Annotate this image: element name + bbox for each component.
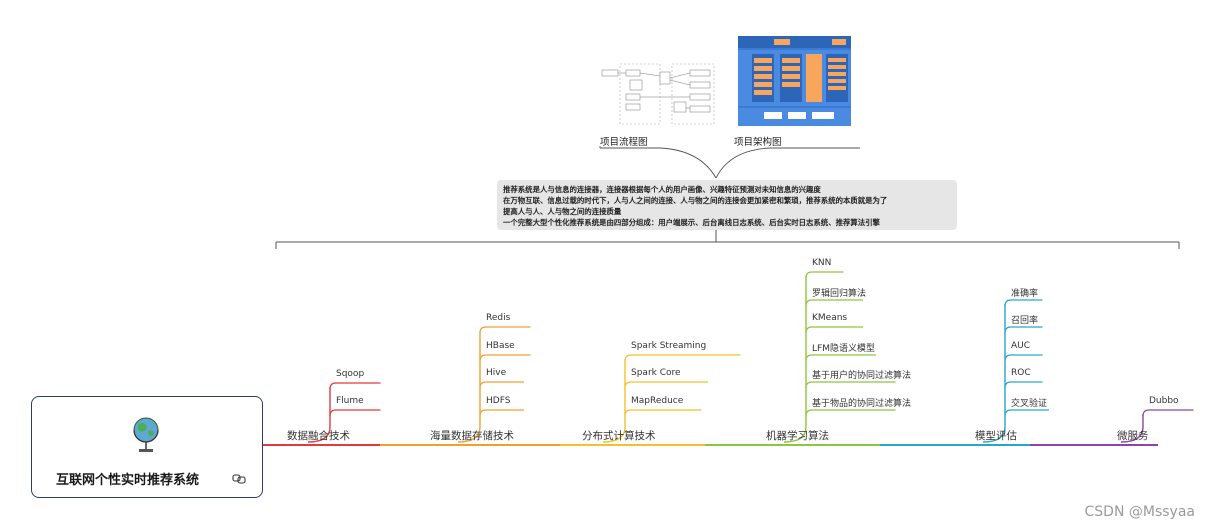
- child-connector: [805, 409, 896, 417]
- child-topic[interactable]: KMeans: [812, 313, 848, 323]
- link-icon[interactable]: [232, 474, 246, 484]
- watermark: CSDN @Mssyaa: [1084, 504, 1195, 520]
- child-connector: [479, 326, 531, 334]
- child-topic[interactable]: Flume: [336, 396, 364, 406]
- branch-trunk: [1120, 414, 1144, 443]
- branch-trunk: [783, 276, 807, 443]
- child-topic[interactable]: HDFS: [486, 396, 511, 406]
- child-topic[interactable]: LFM隐语义模型: [812, 344, 875, 354]
- architecture-diagram-image[interactable]: [738, 36, 851, 126]
- child-topic[interactable]: 召回率: [1011, 316, 1039, 326]
- child-connector: [1004, 299, 1043, 307]
- flow-diagram-caption: 项目流程图: [600, 137, 648, 148]
- root-topic[interactable]: 互联网个性实时推荐系统: [31, 396, 263, 498]
- summary-line: 一个完整大型个性化推荐系统是由四部分组成：用户端展示、后台离线日志系统、后台实时…: [503, 218, 880, 227]
- child-connector: [479, 409, 524, 417]
- branch-topic[interactable]: 机器学习算法: [766, 430, 829, 442]
- flow-diagram-image[interactable]: [600, 58, 718, 130]
- branch-trunk: [602, 359, 626, 443]
- branch-topic[interactable]: 模型评估: [975, 430, 1017, 442]
- child-connector: [479, 381, 524, 389]
- child-connector: [805, 354, 876, 362]
- summary-line: 推荐系统是人与信息的连接器，连接器根据每个人的用户画像、兴趣特征预测对未知信息的…: [503, 185, 821, 194]
- child-topic[interactable]: Spark Core: [631, 368, 681, 378]
- child-topic[interactable]: 罗辑回归算法: [812, 289, 867, 299]
- root-title: 互联网个性实时推荐系统: [56, 473, 200, 488]
- branch-trunk: [457, 331, 481, 443]
- branch-trunk: [307, 387, 331, 443]
- child-topic[interactable]: 准确率: [1011, 289, 1039, 299]
- child-connector: [329, 409, 381, 417]
- child-topic[interactable]: MapReduce: [631, 396, 684, 406]
- branch-topic[interactable]: 分布式计算技术: [582, 430, 656, 442]
- child-topic[interactable]: Dubbo: [1149, 396, 1179, 406]
- child-connector: [624, 409, 702, 417]
- child-connector: [1142, 409, 1194, 417]
- globe-icon: [133, 417, 159, 452]
- child-connector: [624, 354, 741, 362]
- child-connector: [1004, 354, 1043, 362]
- branch-topic[interactable]: 数据融合技术: [287, 430, 350, 442]
- child-connector: [805, 271, 844, 279]
- child-connector: [805, 299, 863, 307]
- child-topic[interactable]: 基于物品的协同过滤算法: [812, 399, 912, 409]
- child-connector: [1004, 381, 1043, 389]
- summary-line: 提高人与人、人与物之间的连接质量: [503, 207, 622, 216]
- branch-topic[interactable]: 海量数据存储技术: [430, 430, 514, 442]
- child-connector: [624, 381, 708, 389]
- branch-trunk: [982, 304, 1006, 443]
- child-connector: [1004, 409, 1049, 417]
- architecture-diagram-caption: 项目架构图: [734, 137, 782, 148]
- image-brace-right: [715, 147, 860, 179]
- child-topic[interactable]: Sqoop: [336, 369, 365, 379]
- summary-topic[interactable]: 推荐系统是人与信息的连接器，连接器根据每个人的用户画像、兴趣特征预测对未知信息的…: [497, 180, 957, 230]
- child-connector: [479, 354, 531, 362]
- summary-line: 在万物互联、信息过载的时代下，人与人之间的连接、人与物之间的连接会更加紧密和繁琐…: [503, 196, 888, 205]
- child-topic[interactable]: KNN: [812, 258, 832, 268]
- child-connector: [805, 326, 863, 334]
- child-topic[interactable]: 交叉验证: [1011, 399, 1048, 409]
- child-topic[interactable]: ROC: [1011, 368, 1031, 378]
- child-connector: [805, 381, 896, 389]
- child-topic[interactable]: HBase: [486, 341, 515, 351]
- image-brace-left: [600, 147, 717, 179]
- child-topic[interactable]: 基于用户的协同过滤算法: [812, 371, 912, 381]
- branch-topic[interactable]: 微服务: [1117, 430, 1149, 442]
- child-connector: [1004, 326, 1043, 334]
- child-connector: [329, 382, 381, 390]
- child-topic[interactable]: Hive: [486, 368, 507, 378]
- child-topic[interactable]: AUC: [1011, 341, 1031, 351]
- child-topic[interactable]: Redis: [486, 313, 511, 323]
- child-topic[interactable]: Spark Streaming: [631, 341, 707, 351]
